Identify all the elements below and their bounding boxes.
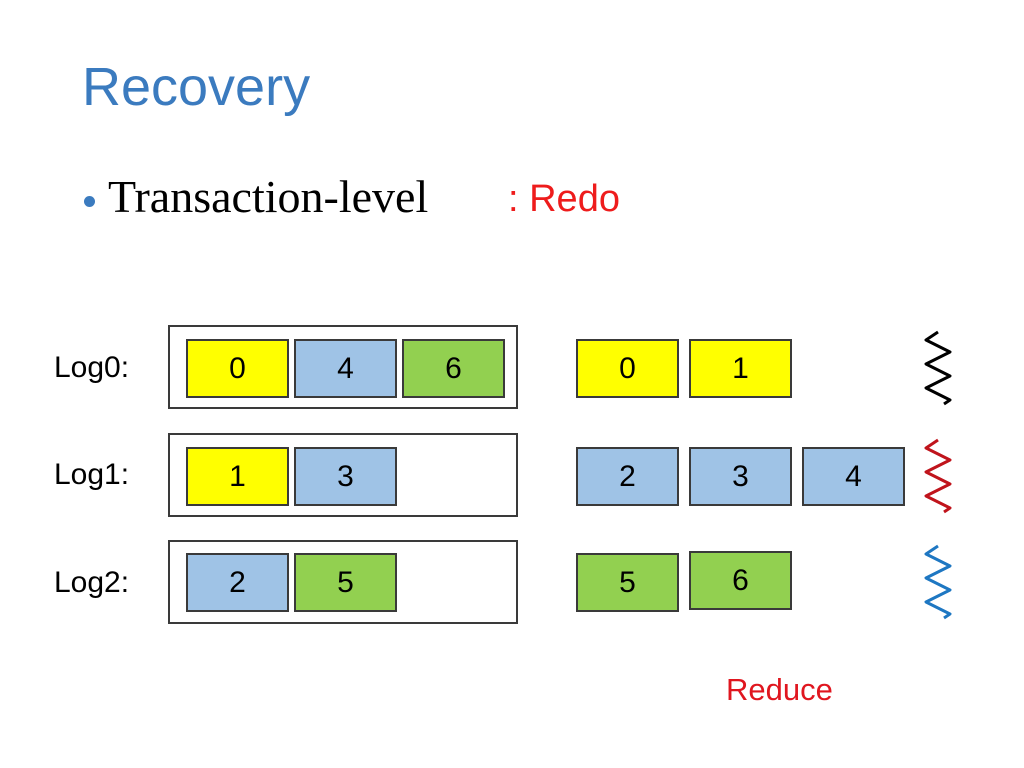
bullet-text: Transaction-level bbox=[108, 171, 429, 222]
log-entry: 4 bbox=[294, 339, 397, 398]
reduced-entry: 3 bbox=[689, 447, 792, 506]
log-label: Log1: bbox=[54, 458, 130, 491]
log-entry: 2 bbox=[186, 553, 289, 612]
log-label: Log2: bbox=[54, 566, 130, 599]
reduced-entry: 4 bbox=[802, 447, 905, 506]
reduced-entry: 2 bbox=[576, 447, 679, 506]
thread-squiggle-blue-icon bbox=[924, 544, 952, 620]
log-label: Log0: bbox=[54, 351, 130, 384]
reduced-entry: 1 bbox=[689, 339, 792, 398]
log-entry: 5 bbox=[294, 553, 397, 612]
reduced-entry: 5 bbox=[576, 553, 679, 612]
bullet-note: : Redo bbox=[508, 178, 620, 220]
bullet-dot-icon bbox=[84, 196, 95, 207]
reduced-entry: 0 bbox=[576, 339, 679, 398]
thread-squiggle-black-icon bbox=[924, 330, 952, 406]
log-entry: 0 bbox=[186, 339, 289, 398]
thread-squiggle-red-icon bbox=[924, 438, 952, 514]
slide-title: Recovery bbox=[82, 57, 311, 117]
reduced-entry: 6 bbox=[689, 551, 792, 610]
log-entry: 6 bbox=[402, 339, 505, 398]
reduce-label: Reduce bbox=[726, 672, 833, 707]
log-entry: 3 bbox=[294, 447, 397, 506]
log-entry: 1 bbox=[186, 447, 289, 506]
